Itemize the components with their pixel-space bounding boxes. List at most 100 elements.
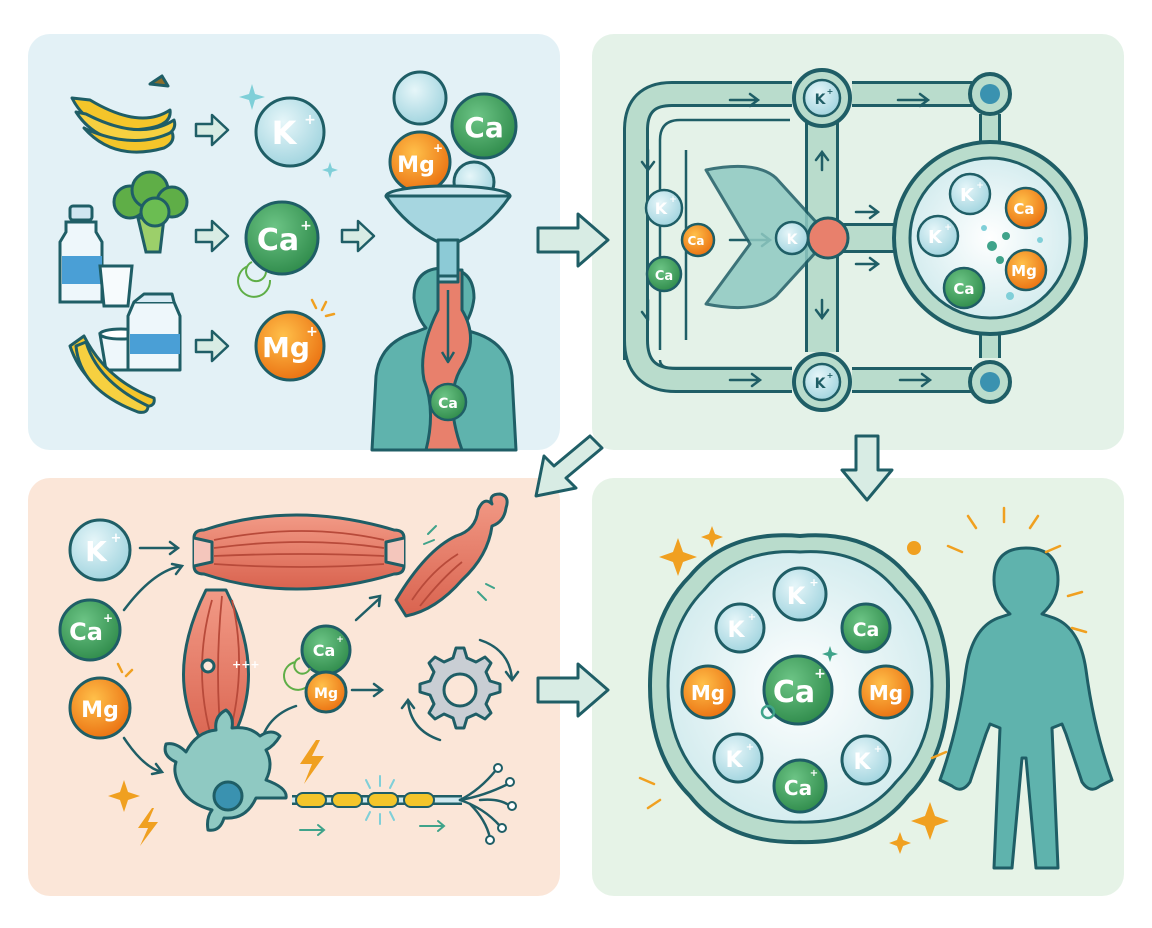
- ion-charge: +: [809, 576, 818, 589]
- ion-symbol: K: [960, 185, 975, 206]
- magnesium-ion: Mg +: [254, 298, 336, 382]
- ion-charge: +: [111, 531, 122, 546]
- potassium-ion: K +: [916, 214, 960, 258]
- ion-charge: +: [976, 181, 984, 191]
- ion-charge: +: [827, 87, 834, 96]
- potassium-ion: K +: [714, 602, 766, 654]
- gear-icon: [400, 638, 520, 742]
- ion-symbol: Ca: [69, 618, 103, 646]
- ion-symbol: K: [853, 750, 871, 775]
- magnesium-ion: Mg: [680, 664, 736, 720]
- ion-symbol: Ca: [438, 396, 458, 412]
- calcium-ion: Ca: [645, 255, 683, 293]
- ion-charge: +: [103, 611, 113, 625]
- ion-channel: [704, 164, 818, 310]
- muscle-fiber-icon: [192, 513, 406, 591]
- flexed-arm-icon: [394, 492, 509, 618]
- calcium-ion: Ca +: [58, 598, 122, 662]
- signal-burst: [365, 775, 395, 825]
- ion-symbol: Mg: [397, 153, 435, 178]
- lightning-icon: [138, 740, 324, 846]
- potassium-ion: K +: [644, 188, 684, 228]
- ion-symbol: K: [815, 92, 827, 108]
- calcium-ion: Ca: [840, 602, 892, 654]
- sparkle-icon: [108, 780, 140, 812]
- flow-direction-arrows: [640, 92, 933, 388]
- ion-charge: +: [746, 742, 754, 753]
- potassium-ion: K +: [254, 96, 326, 168]
- ion-symbol: K: [928, 227, 943, 248]
- signal-arrows: [299, 820, 446, 836]
- magnesium-ion: Mg +: [388, 130, 452, 194]
- ion-symbol: K: [815, 376, 827, 392]
- motion-lines-icon: [423, 525, 495, 601]
- ion-symbol: K: [725, 748, 743, 773]
- ion-charge: +: [748, 612, 756, 623]
- sparkle-icon: [638, 506, 1088, 810]
- ion-symbol: Ca: [688, 234, 705, 248]
- ion-symbol: K: [787, 232, 799, 248]
- magnesium-ion: Mg: [858, 664, 914, 720]
- ion-particles: [760, 646, 838, 720]
- potassium-ion: K +: [68, 518, 132, 582]
- magnesium-ion: Mg: [304, 670, 348, 714]
- ion-charge: +: [810, 768, 818, 779]
- channel-node: [806, 216, 850, 260]
- ion-symbol: Ca: [784, 776, 812, 800]
- sparkle-icon: [239, 84, 338, 178]
- ion-symbol: Ca: [313, 641, 336, 660]
- ion-charge: +: [874, 744, 882, 755]
- ion-charge: +: [944, 223, 952, 233]
- potassium-ion: K: [774, 220, 810, 256]
- sparkle-icon: [659, 526, 949, 854]
- calcium-ion: Ca +: [772, 758, 828, 814]
- ion-symbol: K: [727, 618, 745, 643]
- ion-charge: +: [336, 635, 344, 645]
- calcium-ion: Ca +: [762, 654, 834, 726]
- milk-bottle-icon: [58, 204, 104, 304]
- ion-charge: +: [304, 112, 316, 128]
- potassium-ion: K +: [840, 734, 892, 786]
- magnesium-ion: Mg: [1004, 248, 1048, 292]
- ion-symbol: Ca: [953, 280, 974, 298]
- ion-symbol: Ca: [655, 269, 673, 284]
- funnel-icon: [384, 184, 512, 284]
- ion-charge: +: [433, 141, 443, 155]
- milk-carton-icon: [126, 292, 182, 372]
- calcium-ion: Ca: [942, 266, 986, 310]
- muscle-fiber-icon: +++: [182, 588, 260, 752]
- arrow-calcium-funnel: [340, 219, 376, 253]
- charge-label: +++: [232, 658, 260, 671]
- ion-symbol: Mg: [1011, 262, 1037, 280]
- magnesium-ion: Mg: [68, 662, 134, 740]
- ion-symbol: K: [655, 199, 668, 218]
- standing-person-icon: [938, 546, 1114, 870]
- flow-arrow-right-top: [536, 212, 610, 268]
- ion-symbol: Mg: [691, 681, 725, 705]
- ion-symbol: Mg: [869, 681, 903, 705]
- sparkle-icon: [310, 298, 336, 318]
- calcium-ion: Ca: [450, 92, 518, 160]
- ion-symbol: Ca: [853, 619, 880, 641]
- ion-charge: +: [814, 666, 826, 682]
- magnesium-ion: Ca: [1004, 186, 1048, 230]
- flow-arrow-diagonal: [534, 434, 604, 498]
- banana-icon: [70, 74, 177, 154]
- potassium-ion: K +: [948, 172, 992, 216]
- ion-symbol: K: [787, 582, 807, 610]
- sparkle-icon: [116, 662, 134, 678]
- ion-bubble-light: [392, 70, 448, 126]
- ion-charge: +: [300, 218, 312, 234]
- calcium-ion: Ca: [428, 382, 468, 422]
- calcium-ion: Ca +: [237, 200, 320, 298]
- arrow-food-magnesium: [194, 329, 230, 363]
- pipe-junction: [968, 72, 1012, 116]
- neuron-icon: [163, 708, 517, 845]
- ion-symbol: K: [85, 535, 108, 568]
- pipe-junction: [968, 360, 1012, 404]
- ion-symbol: Mg: [314, 686, 338, 702]
- ion-symbol: Mg: [262, 331, 310, 364]
- ion-charge: +: [827, 371, 834, 380]
- flow-arrow-right-bottom: [536, 662, 610, 718]
